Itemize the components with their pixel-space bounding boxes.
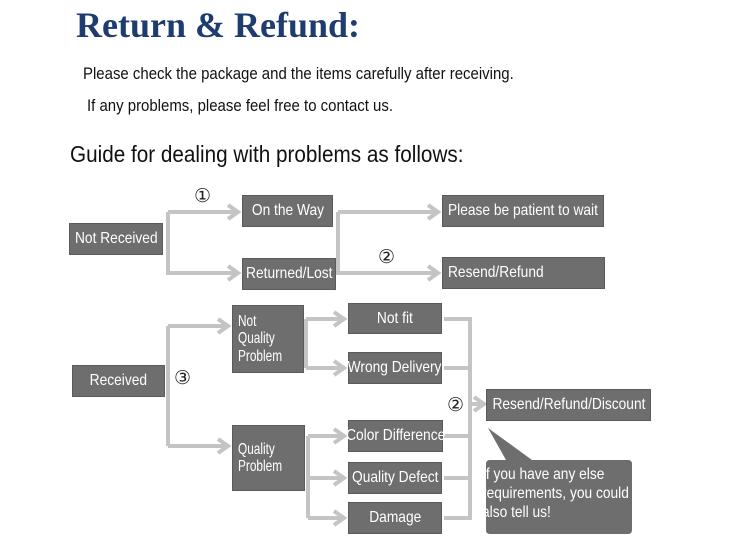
arrowhead <box>426 264 442 282</box>
node-on-the-way: On the Way <box>242 195 333 227</box>
arrowhead <box>226 203 242 221</box>
node-label-line: Not <box>238 313 257 331</box>
node-be-patient: Please be patient to wait <box>442 195 604 227</box>
node-label: Not Received <box>75 230 158 248</box>
bubble-line: requirements, you could <box>482 484 629 502</box>
node-label-line: Quality <box>238 330 275 348</box>
arrowhead <box>332 427 348 445</box>
marker-two: ② <box>447 395 465 416</box>
marker-two: ② <box>378 247 396 268</box>
node-quality-problem: Quality Problem <box>232 425 305 491</box>
marker-three: ③ <box>174 368 192 389</box>
arrowhead <box>426 203 442 221</box>
node-label: Color Difference <box>345 427 446 445</box>
node-label-line: Quality <box>238 440 275 458</box>
node-label-line: Problem <box>238 347 283 365</box>
connector-line <box>166 212 236 275</box>
intro-line-1: Please check the package and the items c… <box>83 64 514 83</box>
arrowhead <box>216 317 232 335</box>
node-label-line: Problem <box>238 458 283 475</box>
node-received: Received <box>72 365 165 397</box>
guide-heading: Guide for dealing with problems as follo… <box>70 141 464 167</box>
arrowhead <box>332 469 348 487</box>
arrowhead <box>332 359 348 377</box>
node-label: Quality Defect <box>351 469 439 487</box>
node-returned-lost: Returned/Lost <box>242 258 336 290</box>
node-wrong-delivery: Wrong Delivery <box>348 352 442 384</box>
node-label: On the Way <box>251 202 324 220</box>
node-label: Received <box>89 372 148 390</box>
node-not-fit: Not fit <box>348 303 442 334</box>
node-label: Please be patient to wait <box>448 202 598 220</box>
node-label: Returned/Lost <box>245 265 333 283</box>
arrowhead <box>216 437 232 455</box>
intro-line-2: If any problems, please feel free to con… <box>87 96 394 115</box>
bubble-line: also tell us! <box>482 503 551 521</box>
node-color-difference: Color Difference <box>345 420 446 452</box>
connector-line <box>444 317 472 520</box>
bubble-line: If you have any else <box>482 466 605 483</box>
arrowhead <box>332 509 348 527</box>
node-label: Wrong Delivery <box>348 359 442 377</box>
arrowhead <box>332 310 348 328</box>
node-label: Resend/Refund/Discount <box>492 396 646 414</box>
node-resend-refund-discount: Resend/Refund/Discount <box>486 389 651 421</box>
connector-line <box>336 212 436 275</box>
arrowhead <box>472 395 488 413</box>
node-not-received: Not Received <box>69 223 163 255</box>
page-title: Return & Refund: <box>76 5 360 45</box>
node-label: Not fit <box>377 309 413 327</box>
node-damage: Damage <box>348 502 442 534</box>
marker-one: ① <box>194 186 212 207</box>
node-quality-defect: Quality Defect <box>348 462 442 494</box>
node-resend-refund: Resend/Refund <box>442 257 605 289</box>
speech-bubble <box>486 428 632 534</box>
node-label: Damage <box>368 509 422 527</box>
arrowhead <box>226 264 242 282</box>
node-label: Resend/Refund <box>448 264 544 282</box>
node-not-quality-problem: Not Quality Problem <box>232 305 304 373</box>
bubble-text: If you have any else requirements, you c… <box>482 466 629 523</box>
